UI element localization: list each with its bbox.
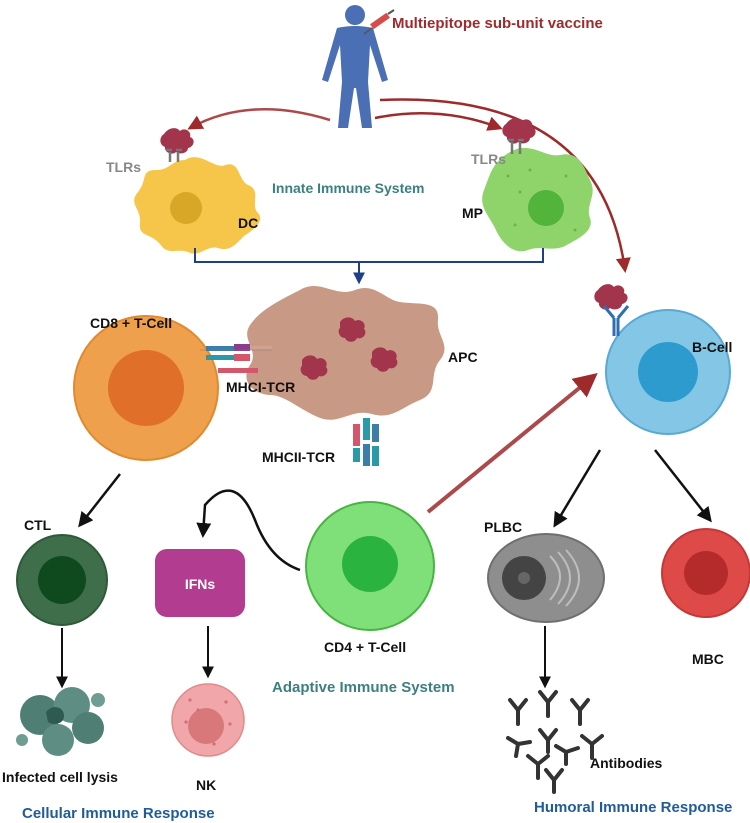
ctl-cell-icon <box>16 534 108 626</box>
ifns-label: IFNs <box>185 576 216 592</box>
infected-cell-lysis-icon <box>16 687 105 756</box>
cd8-label: CD8 + T-Cell <box>90 315 172 331</box>
mhci-tcr-complex-icon <box>200 344 272 373</box>
arrow-bcell-to-plbc <box>553 449 602 528</box>
tlrs-right-label: TLRs <box>471 151 506 167</box>
macrophage-icon <box>482 147 593 252</box>
vaccine-title: Multiepitope sub-unit vaccine <box>392 15 603 32</box>
nk-cell-icon <box>171 683 245 757</box>
cellular-immune-response-label: Cellular Immune Response <box>22 805 215 822</box>
ifns-box <box>155 549 245 617</box>
mbc-label: MBC <box>692 651 724 667</box>
innate-immune-system-label: Innate Immune System <box>272 180 425 196</box>
ctl-label: CTL <box>24 517 52 533</box>
mp-label: MP <box>462 205 483 221</box>
plasma-b-cell-icon <box>487 533 605 623</box>
b-cell-icon <box>605 309 731 435</box>
arrow-cd4-to-ifns <box>196 489 301 572</box>
arrow-bcell-to-mbc <box>654 449 712 523</box>
cd4-t-cell-icon <box>305 501 435 631</box>
bcr-antigen-icon <box>594 284 630 336</box>
adaptive-immune-system-label: Adaptive Immune System <box>272 679 455 696</box>
tlrs-left-label: TLRs <box>106 159 141 175</box>
plbc-label: PLBC <box>484 519 522 535</box>
antigen-presenting-cell-icon <box>246 286 445 420</box>
arrow-cd4-to-bcell <box>426 372 598 514</box>
arrow-cd8-to-ctl <box>78 473 121 528</box>
mhcii-tcr-label: MHCII-TCR <box>262 449 335 465</box>
b-cell-label: B-Cell <box>692 339 732 355</box>
nk-label: NK <box>196 777 216 793</box>
mhci-tcr-label: MHCI-TCR <box>226 379 295 395</box>
humoral-immune-response-label: Humoral Immune Response <box>534 799 732 816</box>
cd4-label: CD4 + T-Cell <box>324 639 406 655</box>
tlr-receptor-left-icon <box>160 128 194 162</box>
infected-cell-lysis-label: Infected cell lysis <box>2 769 118 785</box>
tlr-receptor-right-icon <box>502 118 536 154</box>
human-figure-icon <box>322 5 388 128</box>
cd8-t-cell-icon <box>73 315 219 461</box>
arrow-human-to-mp <box>374 112 503 131</box>
antibodies-icon <box>506 690 604 794</box>
mhcii-tcr-complex-icon <box>353 418 379 466</box>
memory-b-cell-icon <box>661 528 750 618</box>
dc-label: DC <box>238 215 258 231</box>
syringe-icon <box>363 9 395 35</box>
innate-bracket <box>194 248 544 263</box>
antibodies-label: Antibodies <box>590 755 663 771</box>
dendritic-cell-icon <box>134 157 261 254</box>
arrow-human-to-bcell <box>379 98 631 273</box>
arrow-human-to-dc <box>187 108 331 130</box>
apc-label: APC <box>448 349 478 365</box>
